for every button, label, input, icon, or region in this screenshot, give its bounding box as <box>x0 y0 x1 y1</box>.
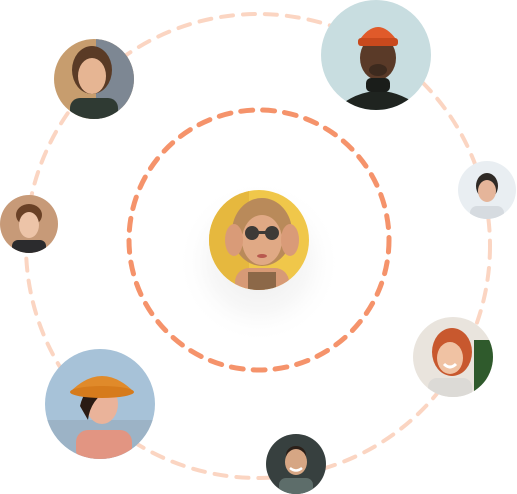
avatar-man-orange-beanie[interactable] <box>321 0 431 110</box>
avatar-center[interactable] <box>209 190 309 298</box>
avatar-woman-red-hair-smiling[interactable] <box>413 317 494 402</box>
avatar-young-man-brown-hair[interactable] <box>0 195 58 256</box>
inner-orbit-ring <box>126 107 392 373</box>
avatar-smiling-man[interactable] <box>266 434 326 494</box>
avatar-woman-dark-hair[interactable] <box>54 39 134 122</box>
avatar-young-man-glasses[interactable] <box>458 161 516 222</box>
